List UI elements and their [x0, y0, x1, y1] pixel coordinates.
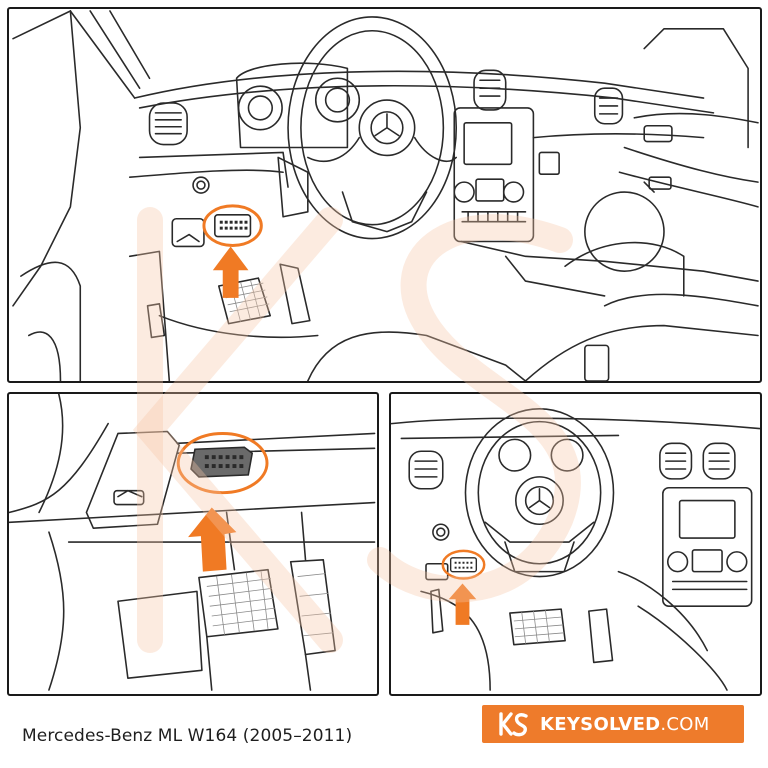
vehicle-caption: Mercedes-Benz ML W164 (2005–2011) — [22, 726, 353, 746]
brand-tld: .COM — [660, 713, 710, 735]
port-highlight-circle — [202, 204, 263, 247]
overview-panel — [7, 7, 762, 383]
ks-logo-icon — [499, 712, 528, 737]
port-highlight-circle — [441, 549, 486, 580]
pointer-arrow-icon — [188, 507, 237, 572]
brand-text: KEYSOLVED.COM — [540, 714, 710, 735]
closeup-panel — [7, 392, 379, 696]
pointer-arrow-icon — [448, 583, 477, 625]
port-highlight-circle — [176, 431, 269, 495]
obd-closeup-illustration — [9, 394, 376, 691]
driver-view-panel — [389, 392, 762, 696]
pointer-arrow-icon — [212, 246, 249, 298]
dashboard-illustration — [12, 10, 759, 381]
brand-name: KEYSOLVED — [540, 713, 661, 735]
brand-banner[interactable]: KEYSOLVED.COM — [482, 705, 744, 743]
driver-view-illustration — [391, 408, 760, 691]
